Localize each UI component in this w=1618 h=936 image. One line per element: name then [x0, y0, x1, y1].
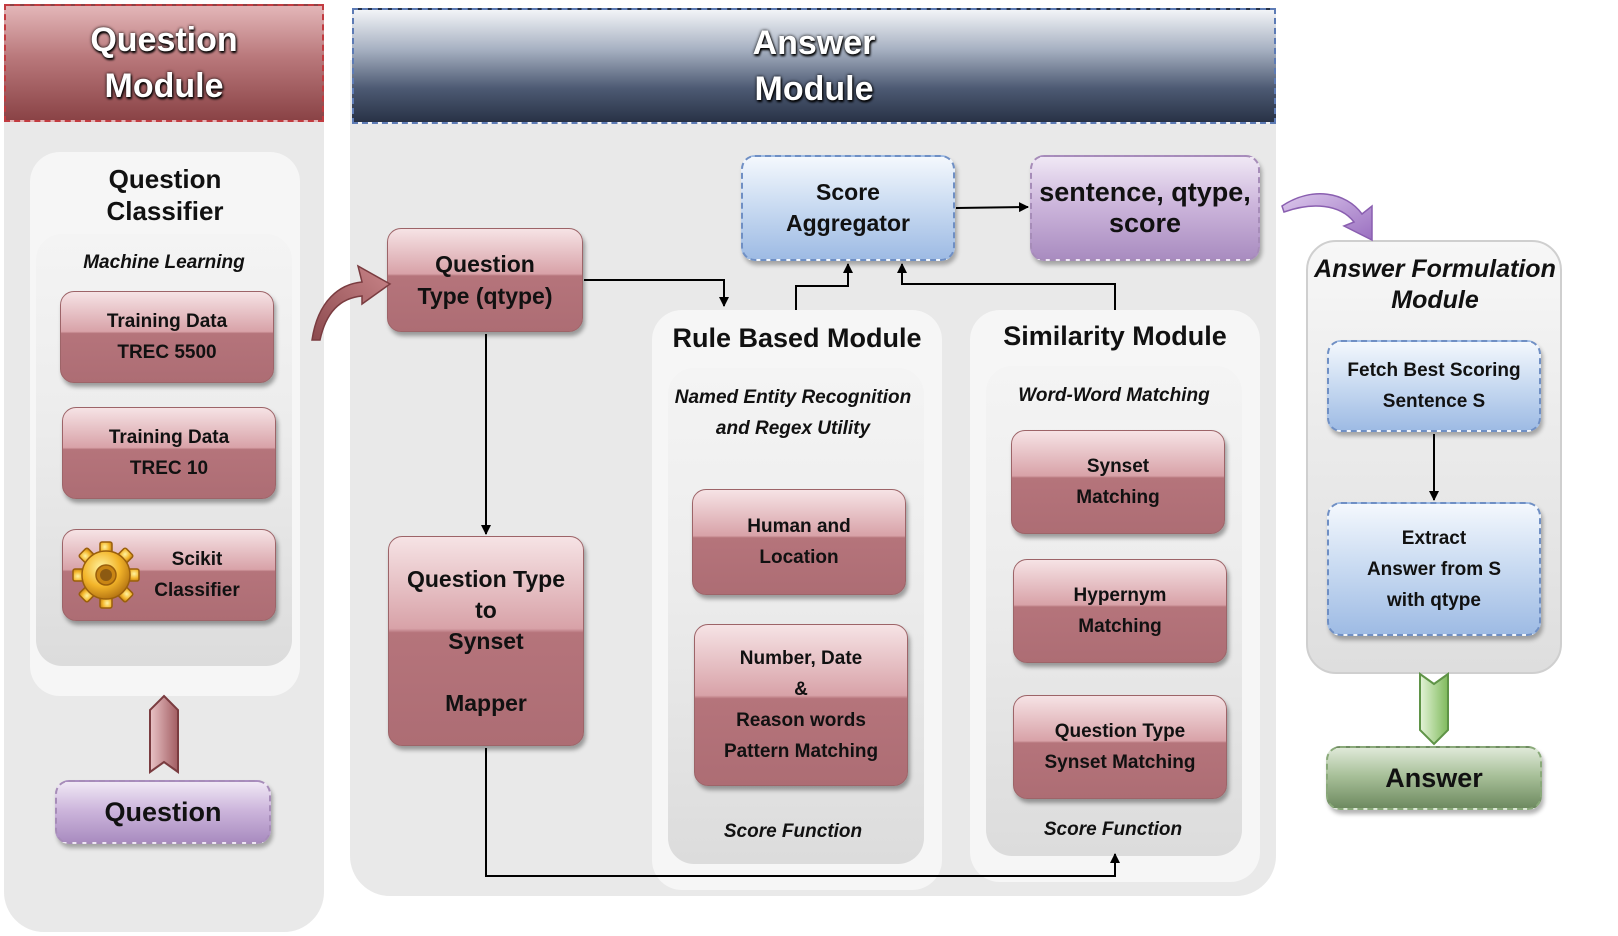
human-location-box: Human and Location	[692, 489, 906, 595]
answer-module-header: Answer Module	[352, 8, 1276, 124]
question-input-box: Question	[55, 780, 271, 844]
scikit-classifier-label: Scikit Classifier	[154, 549, 240, 601]
synset-matching-box: Synset Matching	[1011, 430, 1225, 534]
hypernym-matching-box: Hypernym Matching	[1013, 559, 1227, 663]
machine-learning-label: Machine Learning	[83, 252, 245, 273]
question-type-synset-mapper-box: Question Type to Synset Mapper	[388, 536, 584, 746]
question-up-arrow	[149, 694, 179, 774]
qtype-to-rule-based-line	[584, 279, 729, 307]
word-word-matching-label: Word-Word Matching	[1018, 385, 1210, 406]
similarity-score-function-label: Score Function	[1043, 819, 1183, 840]
question-module-header: Question Module	[4, 4, 324, 122]
mapper-to-similarity-line	[485, 748, 1120, 877]
similarity-to-aggregator-line	[897, 263, 1116, 310]
similarity-module-title: Similarity Module	[1003, 320, 1227, 351]
rule-based-to-aggregator-line	[795, 263, 853, 310]
output-to-formulation-arrow	[1281, 193, 1373, 242]
training-data-trec10-box: Training Data TREC 10	[62, 407, 276, 499]
answer-down-arrow	[1419, 672, 1449, 746]
rule-based-score-function-label: Score Function	[723, 821, 863, 842]
rule-based-module-title: Rule Based Module	[672, 322, 922, 353]
training-data-trec5500-box: Training Data TREC 5500	[60, 291, 274, 383]
aggregator-to-output-line	[955, 202, 1029, 213]
answer-formulation-title: Answer Formulation Module	[1314, 255, 1556, 314]
gear-icon	[72, 541, 140, 609]
answer-output-box: Answer	[1326, 746, 1542, 810]
extract-answer-box: Extract Answer from S with qtype	[1327, 502, 1541, 636]
number-date-reason-box: Number, Date & Reason words Pattern Matc…	[694, 624, 908, 786]
score-aggregator-box: Score Aggregator	[741, 155, 955, 261]
fetch-best-sentence-box: Fetch Best Scoring Sentence S	[1327, 340, 1541, 432]
question-classifier-title: Question Classifier	[106, 164, 224, 226]
sentence-qtype-score-box: sentence, qtype, score	[1030, 155, 1260, 261]
classifier-to-qtype-arrow	[311, 264, 392, 341]
ner-regex-label: Named Entity Recognition and Regex Utili…	[674, 387, 912, 439]
question-type-box: Question Type (qtype)	[387, 228, 583, 332]
question-type-synset-matching-box: Question Type Synset Matching	[1013, 695, 1227, 799]
